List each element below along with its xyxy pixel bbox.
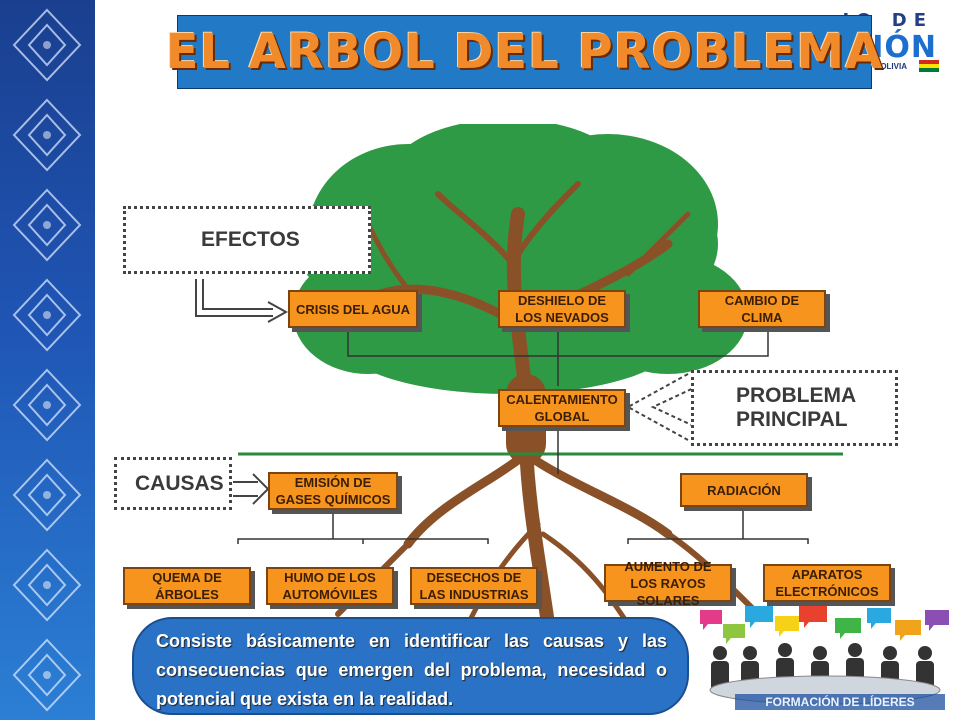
effect-box: DESHIELO DE LOS NEVADOS <box>498 290 626 328</box>
main-problem-label: PROBLEMA PRINCIPAL <box>691 370 898 446</box>
sub-cause-box: DESECHOS DE LAS INDUSTRIAS <box>410 567 538 605</box>
effects-arrow <box>195 279 289 323</box>
decorative-side-band <box>0 0 95 720</box>
causes-label-text: CAUSAS <box>135 471 224 495</box>
tree-illustration <box>195 124 843 624</box>
main-problem-box: CALENTAMIENTO GLOBAL <box>498 389 626 427</box>
effect-box: CAMBIO DE CLIMA <box>698 290 826 328</box>
effect-box: CRISIS DEL AGUA <box>288 290 418 328</box>
connector-lines <box>237 314 809 544</box>
footer-label: FORMACIÓN DE LÍDERES <box>735 694 945 710</box>
sub-cause-box: QUEMA DE ÁRBOLES <box>123 567 251 605</box>
effects-label-text: EFECTOS <box>201 228 300 251</box>
effects-label: EFECTOS <box>123 206 371 274</box>
main-problem-label-text: PROBLEMA PRINCIPAL <box>736 384 856 431</box>
page-title: EL ARBOL DEL PROBLEMA <box>165 24 884 80</box>
problem-arrow <box>625 373 699 441</box>
speech-bubbles-icon <box>700 606 949 644</box>
title-banner: EL ARBOL DEL PROBLEMA <box>166 15 882 89</box>
sub-cause-box: AUMENTO DE LOS RAYOS SOLARES <box>604 559 732 608</box>
definition-caption: Consiste básicamente en identificar las … <box>132 617 689 715</box>
causes-label: CAUSAS <box>114 457 232 510</box>
andean-pattern <box>12 8 82 712</box>
problem-tree-diagram: EFECTOS PROBLEMA PRINCIPAL CAUSAS CRISIS… <box>108 124 898 624</box>
causes-arrow <box>233 473 270 505</box>
sub-cause-box: APARATOS ELECTRÓNICOS <box>763 564 891 602</box>
sub-cause-box: HUMO DE LOS AUTOMÓVILES <box>266 567 394 605</box>
bolivia-flag-icon <box>919 60 939 72</box>
cause-box: EMISIÓN DE GASES QUÍMICOS <box>268 472 398 510</box>
caption-text: Consiste básicamente en identificar las … <box>156 631 667 709</box>
cause-box: RADIACIÓN <box>680 473 808 507</box>
